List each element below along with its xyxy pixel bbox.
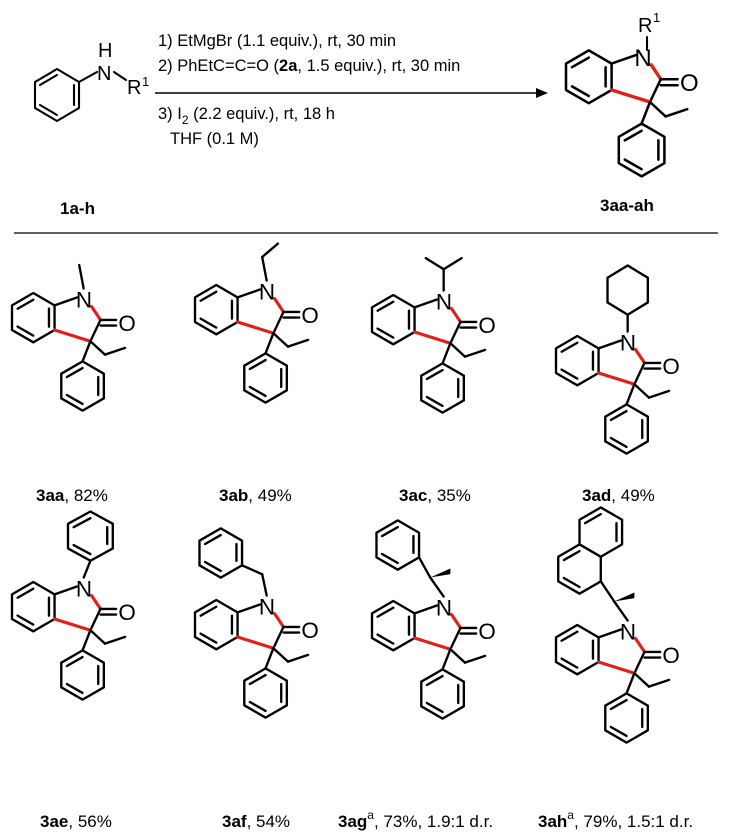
reactant-r-superscript: 1 xyxy=(142,74,149,89)
product-labels: 3aa, 82% 3ab, 49% 3ac, 35% 3ad, 49% 3ae,… xyxy=(36,486,693,831)
product-3ab xyxy=(193,242,321,405)
label-3af: 3af, 54% xyxy=(222,812,290,831)
condition-solvent: THF (0.1 M) xyxy=(170,130,259,148)
reaction-conditions: 1) EtMgBr (1.1 equiv.), rt, 30 min 2) Ph… xyxy=(155,32,548,148)
reactant-n-atom: N xyxy=(97,63,111,85)
label-3ah: 3aha, 79%, 1.5:1 d.r. xyxy=(538,808,693,831)
arrow-head xyxy=(536,88,548,98)
product-3ah xyxy=(554,506,682,745)
condition-step2-bold: 2a xyxy=(279,57,298,75)
condition-step2-post: , 1.5 equiv.), rt, 30 min xyxy=(297,57,460,75)
product-general xyxy=(564,43,701,179)
condition-step2: 2) PhEtC=C=O (2a, 1.5 equiv.), rt, 30 mi… xyxy=(158,57,460,75)
condition-step1: 1) EtMgBr (1.1 equiv.), rt, 30 min xyxy=(158,32,396,50)
product-3ac xyxy=(370,256,498,415)
product-r-atom: R xyxy=(638,15,652,37)
product-3af xyxy=(193,527,321,720)
label-3ag: 3aga, 73%, 1.9:1 d.r. xyxy=(338,808,493,831)
product-3ag xyxy=(370,519,498,721)
label-3ab: 3ab, 49% xyxy=(219,486,292,505)
label-3ac: 3ac, 35% xyxy=(399,486,471,505)
reactant-label: 1a-h xyxy=(60,199,95,218)
condition-step3: 3) I2 (2.2 equiv.), rt, 18 h xyxy=(158,105,335,127)
label-3ae: 3ae, 56% xyxy=(40,812,112,831)
product-3aa xyxy=(10,263,138,413)
reactant-r-atom: R xyxy=(127,77,141,99)
label-3ad: 3ad, 49% xyxy=(582,486,655,505)
label-3aa: 3aa, 82% xyxy=(36,486,108,505)
product-label: 3aa-ah xyxy=(600,196,654,215)
product-3ad xyxy=(554,264,682,456)
product-r-superscript: 1 xyxy=(653,10,660,25)
reactant-h-atom: H xyxy=(98,40,112,62)
product-3ae xyxy=(10,510,138,702)
reactant-aniline: N H R 1 xyxy=(33,40,149,123)
condition-step2-pre: 2) PhEtC=C=O ( xyxy=(158,57,280,75)
